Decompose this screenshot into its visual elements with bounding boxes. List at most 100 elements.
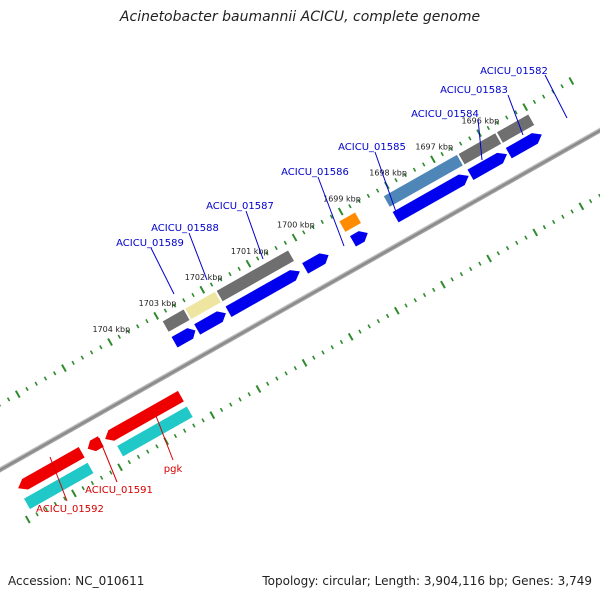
minor-tick [339, 339, 344, 345]
minor-tick [293, 365, 298, 371]
minor-tick [43, 376, 48, 381]
minor-tick [136, 324, 140, 329]
cds-acicu-01583[interactable] [467, 149, 510, 181]
major-tick [71, 489, 77, 498]
major-tick [430, 155, 436, 164]
gene-acicu-01587[interactable] [216, 250, 294, 302]
minor-tick [348, 204, 352, 209]
minor-tick [265, 251, 269, 256]
minor-tick [505, 115, 509, 120]
minor-tick [541, 94, 546, 99]
minor-tick [329, 214, 334, 219]
genome-backbone [0, 120, 600, 480]
major-tick [61, 364, 67, 373]
gene-acicu-01583[interactable] [458, 133, 502, 165]
cds-acicu-01587[interactable] [225, 266, 303, 317]
cds-acicu-01582[interactable] [505, 129, 545, 159]
minor-tick [478, 261, 482, 266]
cds-acicu-01586[interactable] [302, 250, 331, 274]
minor-tick [532, 99, 537, 105]
minor-tick [367, 324, 371, 329]
minor-tick [265, 381, 270, 386]
minor-tick [53, 371, 57, 376]
minor-tick [182, 298, 186, 303]
minor-tick [53, 501, 58, 506]
minor-tick [173, 433, 178, 439]
minor-tick [209, 282, 214, 287]
minor-tick [588, 198, 593, 204]
minor-tick [126, 329, 131, 334]
minor-tick [109, 470, 113, 475]
gene-pgk[interactable] [117, 406, 193, 457]
major-tick [107, 338, 113, 346]
minor-tick [99, 475, 104, 480]
cds-acicu-01591[interactable] [85, 436, 104, 454]
kbp-label: 1701 kbp [231, 247, 269, 256]
forward-gene-row [162, 114, 535, 332]
label-acicu-01589: ACICU_01589 [116, 238, 184, 249]
minor-tick [458, 141, 463, 146]
cds-acicu-01592[interactable] [15, 447, 85, 493]
minor-tick [71, 360, 75, 365]
major-tick [337, 207, 344, 216]
cds-pgk[interactable] [102, 390, 184, 444]
gene-acicu-01582[interactable] [496, 114, 535, 143]
minor-tick [440, 151, 444, 157]
cds-acicu-01585[interactable] [350, 228, 371, 247]
minor-tick [312, 355, 316, 360]
minor-tick [99, 345, 103, 350]
forward-gene-labels [150, 74, 568, 295]
minor-tick [560, 84, 564, 89]
minor-tick [117, 334, 121, 339]
major-tick [245, 259, 252, 268]
major-tick [578, 202, 585, 211]
minor-tick [358, 329, 362, 334]
minor-tick [35, 512, 39, 517]
gene-acicu-01588[interactable] [185, 291, 221, 320]
minor-tick [155, 444, 159, 449]
minor-tick [255, 256, 260, 261]
gene-acicu-01584[interactable] [383, 154, 463, 207]
minor-tick [394, 178, 398, 183]
minor-tick [127, 459, 131, 465]
kbp-label: 1697 kbp [415, 142, 453, 151]
minor-tick [486, 125, 490, 131]
minor-tick [172, 303, 177, 308]
gene-acicu-01585[interactable] [339, 212, 361, 232]
forward-cds-row [171, 129, 545, 348]
minor-tick [163, 308, 168, 313]
minor-tick [229, 402, 233, 407]
label-acicu-01582: ACICU_01582 [480, 66, 548, 77]
minor-tick [450, 277, 454, 282]
gene-acicu-01589[interactable] [162, 309, 190, 332]
label-acicu-01585: ACICU_01585 [338, 142, 406, 153]
cds-acicu-01588[interactable] [194, 308, 229, 335]
minor-tick [542, 225, 547, 230]
major-tick [291, 233, 298, 242]
label-acicu-01586: ACICU_01586 [281, 167, 349, 178]
minor-tick [459, 272, 464, 277]
cds-acicu-01584[interactable] [392, 171, 472, 223]
minor-tick [219, 277, 223, 282]
gene-acicu-01592[interactable] [24, 462, 94, 510]
minor-tick [524, 235, 528, 240]
reverse-cds-row [15, 390, 184, 493]
minor-tick [320, 219, 324, 225]
minor-tick [228, 271, 232, 277]
major-tick [486, 254, 492, 263]
minor-tick [403, 172, 407, 178]
major-tick [301, 358, 308, 367]
minor-tick [237, 266, 241, 272]
kbp-label: 1704 kbp [92, 325, 130, 334]
minor-tick [570, 209, 574, 214]
minor-tick [81, 486, 85, 491]
major-tick [14, 390, 21, 399]
minor-tick [44, 506, 48, 512]
minor-tick [495, 120, 500, 125]
cds-acicu-01589[interactable] [171, 325, 199, 348]
minor-tick [496, 251, 500, 256]
label-acicu-01587: ACICU_01587 [206, 201, 274, 212]
label-acicu-01588: ACICU_01588 [151, 223, 219, 234]
minor-tick [191, 292, 195, 298]
